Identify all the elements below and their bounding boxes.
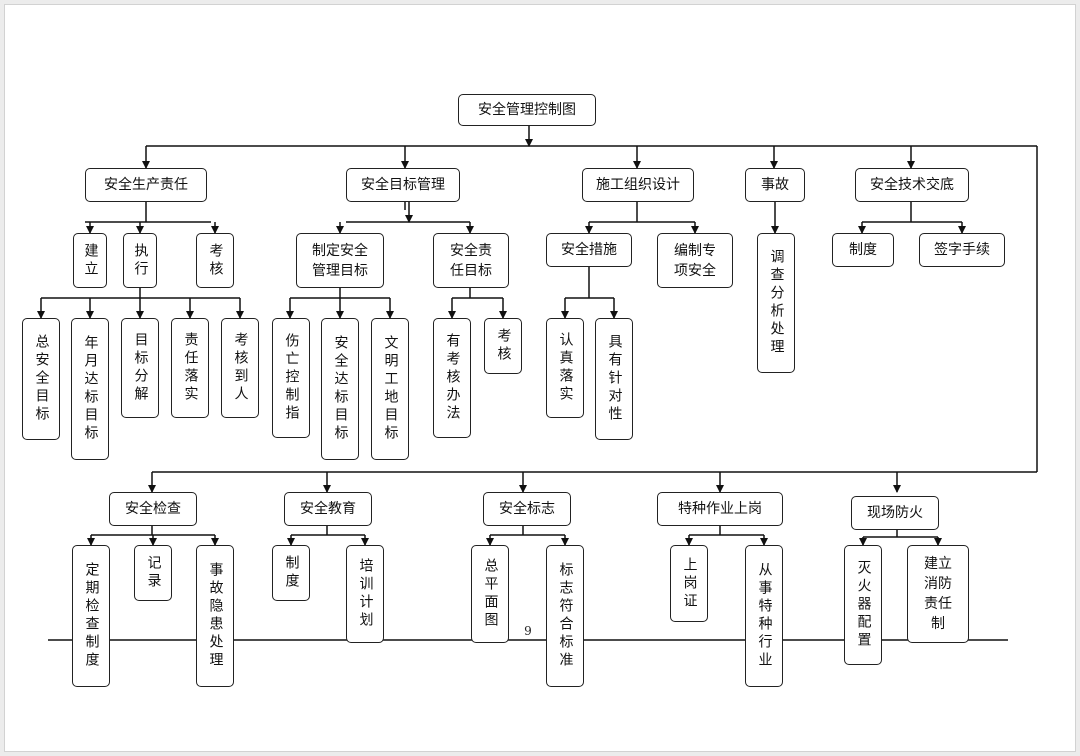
node-system: 制度	[832, 233, 894, 267]
leaf-overall-safety-target: 总安全目标	[22, 318, 60, 440]
leaf-label: 考核到人	[232, 332, 249, 404]
leaf-site-plan: 总平面图	[471, 545, 509, 643]
leaf-special-industry: 从事特种行业	[745, 545, 783, 687]
leaf-conscientious-implementation: 认真落实	[546, 318, 584, 418]
leaf-record: 记录	[134, 545, 172, 601]
leaf-extinguisher-allocation: 灭火器配置	[844, 545, 882, 665]
branch-special-operations: 特种作业上岗	[657, 492, 783, 526]
leaf-education-system: 制度	[272, 545, 310, 601]
leaf-hazard-handling: 事故隐患处理	[196, 545, 234, 687]
leaf-label: 定期检查制度	[83, 562, 100, 670]
leaf-assessment-method: 有考核办法	[433, 318, 471, 438]
leaf-label: 安全达标目标	[332, 335, 349, 443]
leaf-label: 伤亡控制指	[283, 333, 300, 423]
leaf-casualty-control: 伤亡控制指	[272, 318, 310, 438]
node-execute: 执行	[123, 233, 157, 288]
branch-safety-signs: 安全标志	[483, 492, 571, 526]
leaf-label: 责任落实	[182, 332, 199, 404]
leaf-training-plan: 培训计划	[346, 545, 384, 643]
branch-site-fire-prevention: 现场防火	[851, 496, 939, 530]
leaf-label: 总平面图	[482, 558, 499, 630]
node-assess: 考核	[196, 233, 234, 288]
node-special-safety-plan: 编制专 项安全	[657, 233, 733, 288]
node-label: 制度	[849, 242, 877, 258]
branch-label: 安全生产责任	[104, 177, 188, 193]
node-label: 制定安全 管理目标	[312, 242, 368, 279]
leaf-label: 认真落实	[557, 332, 574, 404]
leaf-label: 上岗证	[681, 556, 698, 611]
leaf-assessment: 考核	[484, 318, 522, 374]
node-label: 签字手续	[934, 242, 990, 258]
node-label: 调查分析处理	[768, 249, 785, 357]
node-investigation-analysis: 调查分析处理	[757, 233, 795, 373]
branch-label: 事故	[761, 177, 789, 193]
branch-safety-inspection: 安全检查	[109, 492, 197, 526]
node-label: 执行	[132, 242, 149, 279]
node-safety-responsibility-target: 安全责 任目标	[433, 233, 509, 288]
leaf-label: 文明工地目标	[382, 335, 399, 443]
branch-safety-technical-disclosure: 安全技术交底	[855, 168, 969, 202]
branch-label: 安全标志	[499, 501, 555, 517]
page-number: 9	[520, 624, 536, 638]
node-establish: 建立	[73, 233, 107, 288]
leaf-monthly-target: 年月达标目标	[71, 318, 109, 460]
branch-safety-target-management: 安全目标管理	[346, 168, 460, 202]
node-label: 安全措施	[561, 242, 617, 258]
branch-accident: 事故	[745, 168, 805, 202]
leaf-label: 培训计划	[357, 558, 374, 630]
branch-label: 安全目标管理	[361, 177, 445, 193]
node-label: 考核	[207, 242, 224, 279]
branch-label: 安全检查	[125, 501, 181, 517]
leaf-label: 标志符合标准	[557, 562, 574, 670]
leaf-label: 总安全目标	[33, 334, 50, 424]
leaf-label: 年月达标目标	[82, 335, 99, 443]
leaf-safety-compliance-target: 安全达标目标	[321, 318, 359, 460]
branch-safety-production-responsibility: 安全生产责任	[85, 168, 207, 202]
node-signature-procedures: 签字手续	[919, 233, 1005, 267]
branch-safety-education: 安全教育	[284, 492, 372, 526]
leaf-label: 灭火器配置	[855, 560, 872, 650]
leaf-label: 制度	[283, 555, 300, 591]
node-label: 安全责 任目标	[450, 242, 492, 279]
leaf-civilized-site-target: 文明工地目标	[371, 318, 409, 460]
leaf-targeted: 具有针对性	[595, 318, 633, 440]
leaf-label: 有考核办法	[444, 333, 461, 423]
leaf-responsibility-implementation: 责任落实	[171, 318, 209, 418]
leaf-label: 建立 消防 责任 制	[924, 556, 952, 632]
leaf-label: 记录	[145, 555, 162, 591]
leaf-label: 从事特种行业	[756, 562, 773, 670]
branch-label: 施工组织设计	[596, 177, 680, 193]
branch-label: 特种作业上岗	[678, 501, 762, 517]
leaf-label: 具有针对性	[606, 334, 623, 424]
branch-label: 安全技术交底	[870, 177, 954, 193]
leaf-signs-compliant: 标志符合标准	[546, 545, 584, 687]
branch-construction-organization-design: 施工组织设计	[582, 168, 694, 202]
leaf-label: 目标分解	[132, 332, 149, 404]
branch-label: 安全教育	[300, 501, 356, 517]
node-label: 编制专 项安全	[674, 242, 716, 279]
node-label: 建立	[82, 242, 99, 279]
leaf-fire-responsibility-system: 建立 消防 责任 制	[907, 545, 969, 643]
leaf-regular-inspection-system: 定期检查制度	[72, 545, 110, 687]
root-label: 安全管理控制图	[478, 102, 576, 118]
leaf-assess-individual: 考核到人	[221, 318, 259, 418]
leaf-label: 事故隐患处理	[207, 562, 224, 670]
leaf-label: 考核	[495, 328, 512, 364]
branch-label: 现场防火	[867, 505, 923, 521]
root-node: 安全管理控制图	[458, 94, 596, 126]
node-set-safety-management-target: 制定安全 管理目标	[296, 233, 384, 288]
leaf-target-breakdown: 目标分解	[121, 318, 159, 418]
leaf-work-permit: 上岗证	[670, 545, 708, 622]
node-safety-measures: 安全措施	[546, 233, 632, 267]
